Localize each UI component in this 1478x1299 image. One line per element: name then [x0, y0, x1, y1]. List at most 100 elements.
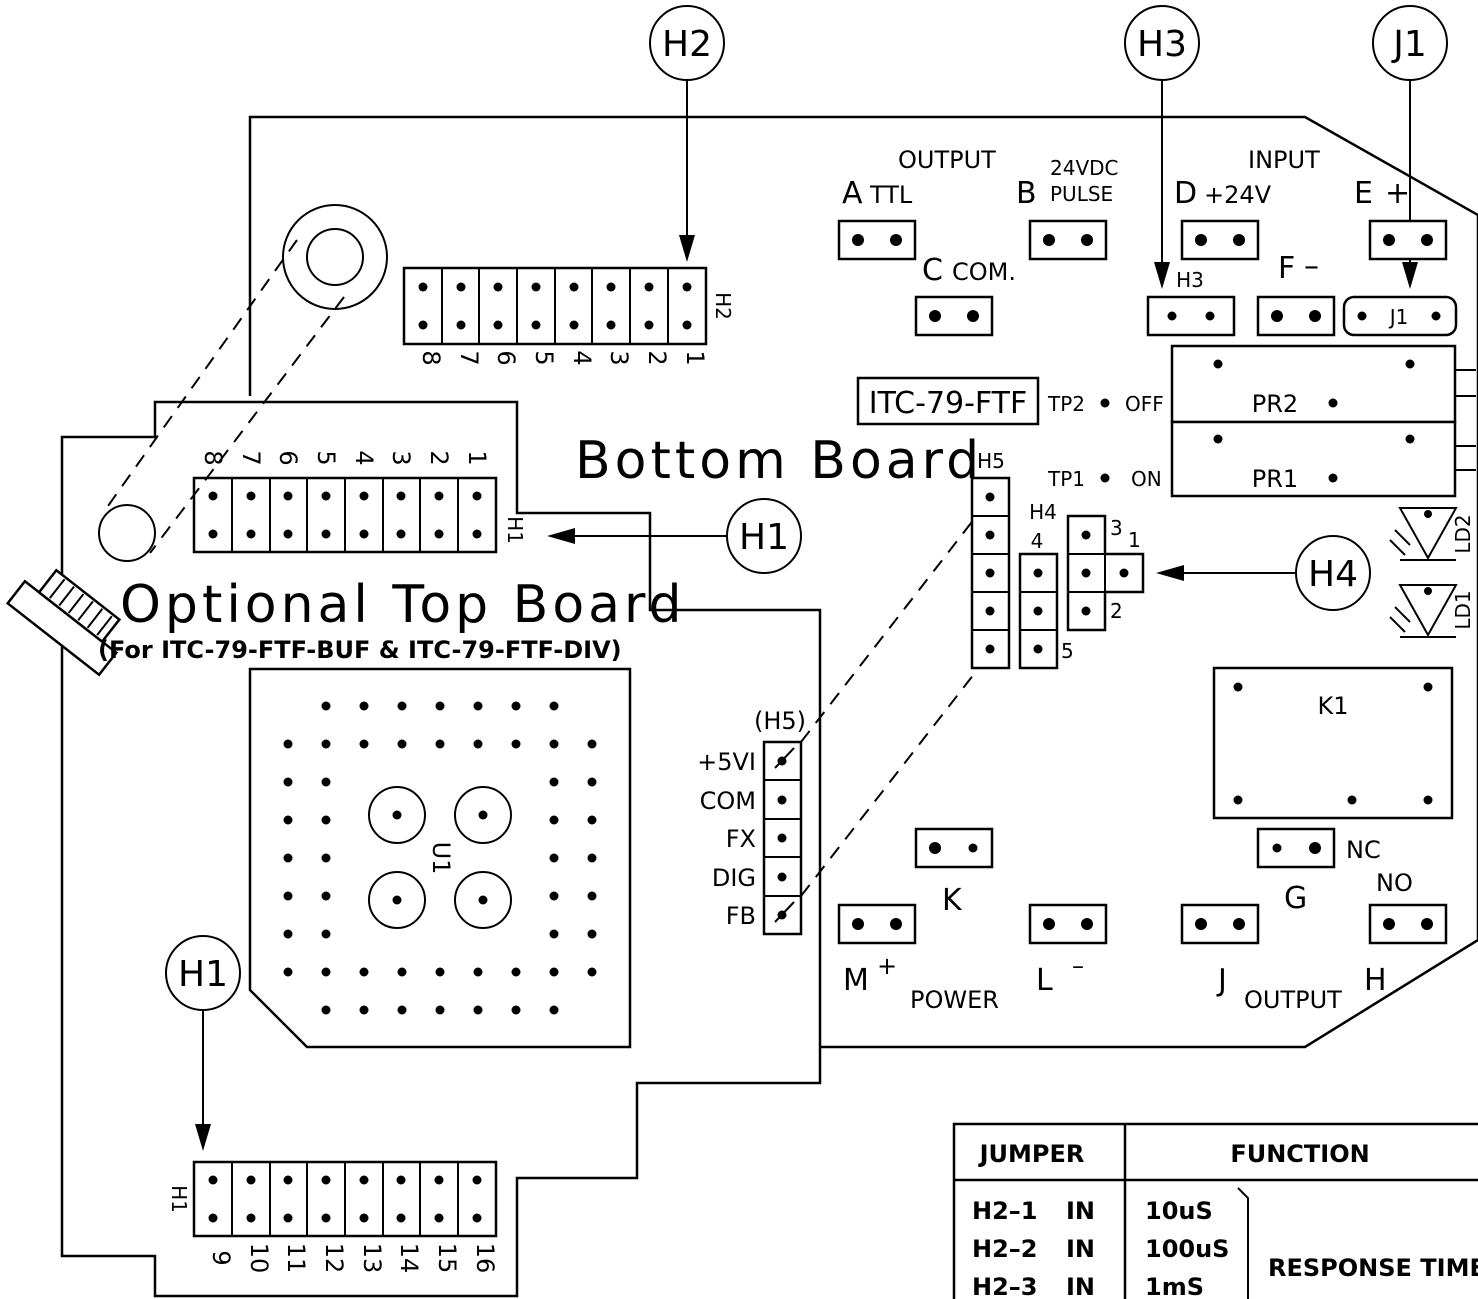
terminal-h: NO H — [1364, 869, 1448, 998]
callout-h1-middle-label: H1 — [739, 517, 789, 558]
header-h1-bottom-pin-label: 9 — [207, 1250, 235, 1265]
callout-j1-label: J1 — [1391, 24, 1427, 65]
callout-h1-middle: H1 — [547, 498, 802, 574]
mounting-hole — [98, 204, 388, 562]
terminal-k: K — [914, 827, 994, 918]
h4-block-pin3-label: 3 — [1110, 516, 1123, 540]
led-ld1: LD1 — [1389, 584, 1475, 638]
terminal-nc-label: NC — [1346, 836, 1381, 864]
header-h1-bottom-pin-label: 15 — [433, 1243, 461, 1274]
table-row-value: 10uS — [1145, 1197, 1213, 1225]
terminal-d: D +24V — [1174, 176, 1272, 261]
header-h4: H4 4 5 — [1018, 500, 1074, 670]
header-j1-label: J1 — [1388, 305, 1409, 329]
terminal-l: L – — [1028, 903, 1108, 998]
header-h2: H2 8 7 6 5 4 3 2 1 — [402, 266, 735, 366]
terminal-j: J OUTPUT — [1180, 903, 1342, 1014]
terminal-g-label: G — [1284, 881, 1307, 916]
table-header-function: FUNCTION — [1230, 1140, 1369, 1168]
header-h1-bottom: H1 9 10 11 12 13 14 15 16 — [167, 1160, 499, 1274]
header-h1-top-pin-label: 4 — [350, 450, 378, 465]
terminal-b: B 24VDC PULSE — [1016, 156, 1119, 261]
callout-h1-bottom: H1 — [165, 935, 241, 1151]
terminal-e: E + — [1354, 176, 1448, 261]
table-row-state: IN — [1066, 1273, 1095, 1299]
header-h2-pin-label: 8 — [417, 350, 445, 365]
u1-chip: U1 — [248, 667, 632, 1049]
header-h1-top-pin-label: 5 — [312, 450, 340, 465]
power-label: POWER — [910, 986, 999, 1014]
optional-top-board-outline — [60, 400, 822, 1298]
header-h2-pin-label: 2 — [643, 350, 671, 365]
jumper-table: JUMPER FUNCTION H2–1 IN 10uS H2–2 IN 100… — [952, 1122, 1478, 1299]
header-h5-label: H5 — [977, 449, 1005, 473]
terminal-f-label: F — [1278, 251, 1295, 286]
standoff-screw — [5, 568, 122, 677]
terminal-m-label: M — [843, 963, 869, 998]
terminal-f-sub: – — [1304, 249, 1319, 284]
table-group-label: RESPONSE TIME — [1268, 1254, 1478, 1282]
header-h4-pin4-label: 4 — [1031, 529, 1044, 553]
header-h2-label: H2 — [711, 292, 735, 320]
callout-h4: H4 — [1156, 535, 1371, 611]
bottom-board-outline — [248, 115, 1478, 1049]
table-row-value: 1mS — [1145, 1273, 1204, 1299]
terminal-c: C COM. — [914, 253, 1016, 337]
header-h1-bottom-pin-label: 11 — [282, 1243, 310, 1274]
terminal-j-label: J — [1216, 963, 1227, 998]
terminal-l-label: L — [1036, 963, 1053, 998]
terminal-h-label: H — [1364, 963, 1387, 998]
test-point-tp1: TP1 ON — [1047, 467, 1162, 491]
header-h1-bottom-pin-label: 12 — [320, 1243, 348, 1274]
terminal-e-sub: + — [1385, 176, 1410, 211]
header-h2-pin-label: 7 — [455, 350, 483, 365]
bottom-board-title: Bottom Board — [575, 431, 983, 491]
header-h4-jumper-block: 3 1 2 — [1066, 514, 1145, 632]
terminal-d-label: D — [1174, 176, 1197, 211]
header-h1-bottom-label: H1 — [167, 1185, 191, 1213]
table-row-state: IN — [1066, 1197, 1095, 1225]
callout-h2: H2 — [649, 5, 725, 262]
optional-board-note: (For ITC-79-FTF-BUF & ITC-79-FTF-DIV) — [98, 636, 622, 664]
header-h1-bottom-pin-label: 14 — [395, 1243, 423, 1274]
terminal-no-label: NO — [1376, 869, 1413, 897]
terminal-g: NC G — [1256, 827, 1381, 916]
terminal-m: M + POWER — [837, 903, 999, 1014]
header-h5-pin-label: FB — [726, 902, 756, 930]
callout-h2-label: H2 — [662, 24, 712, 65]
input-header-label: INPUT — [1248, 146, 1320, 174]
table-row-jumper: H2–3 — [972, 1273, 1037, 1299]
terminal-a: A TTL — [837, 176, 917, 261]
header-h1-bottom-pin-label: 16 — [471, 1243, 499, 1274]
header-h1-top-pin-label: 8 — [199, 450, 227, 465]
header-h5: H5 — [970, 449, 1011, 670]
header-h2-pin-label: 1 — [681, 350, 709, 365]
pr2-label: PR2 — [1252, 390, 1298, 418]
header-h2-pin-label: 3 — [605, 350, 633, 365]
relay-k1: K1 — [1212, 666, 1454, 820]
header-h5-pin-label: COM — [700, 787, 756, 815]
output-header-label: OUTPUT — [898, 146, 996, 174]
table-row-jumper: H2–1 — [972, 1197, 1037, 1225]
header-h5-pin-label: +5VI — [697, 748, 756, 776]
header-h1-bottom-pin-label: 10 — [245, 1243, 273, 1274]
tp1-on-label: ON — [1131, 467, 1162, 491]
tp2-label: TP2 — [1047, 392, 1085, 416]
u1-label: U1 — [427, 842, 455, 875]
output-label-bottom: OUTPUT — [1244, 986, 1342, 1014]
header-h5-optional: (H5) +5VI COM FX DIG FB — [697, 504, 986, 936]
header-h1-top-pin-label: 6 — [274, 450, 302, 465]
header-h1-top-pin-label: 3 — [387, 450, 415, 465]
tp1-label: TP1 — [1047, 467, 1085, 491]
header-h3-label: H3 — [1176, 268, 1204, 292]
led-ld2: LD2 — [1389, 507, 1475, 561]
terminal-e-label: E — [1354, 176, 1373, 211]
terminal-l-sup: – — [1072, 952, 1084, 980]
callout-j1: J1 — [1372, 5, 1448, 289]
callout-h1-bottom-label: H1 — [178, 954, 228, 995]
terminal-b-sub1: 24VDC — [1050, 156, 1119, 180]
header-h1-top: H1 8 7 6 5 4 3 2 1 — [192, 450, 527, 554]
header-j1: J1 — [1342, 295, 1458, 337]
potentiometer-pr1: PR1 — [1170, 420, 1476, 498]
header-h2-pin-grid — [418, 268, 692, 344]
